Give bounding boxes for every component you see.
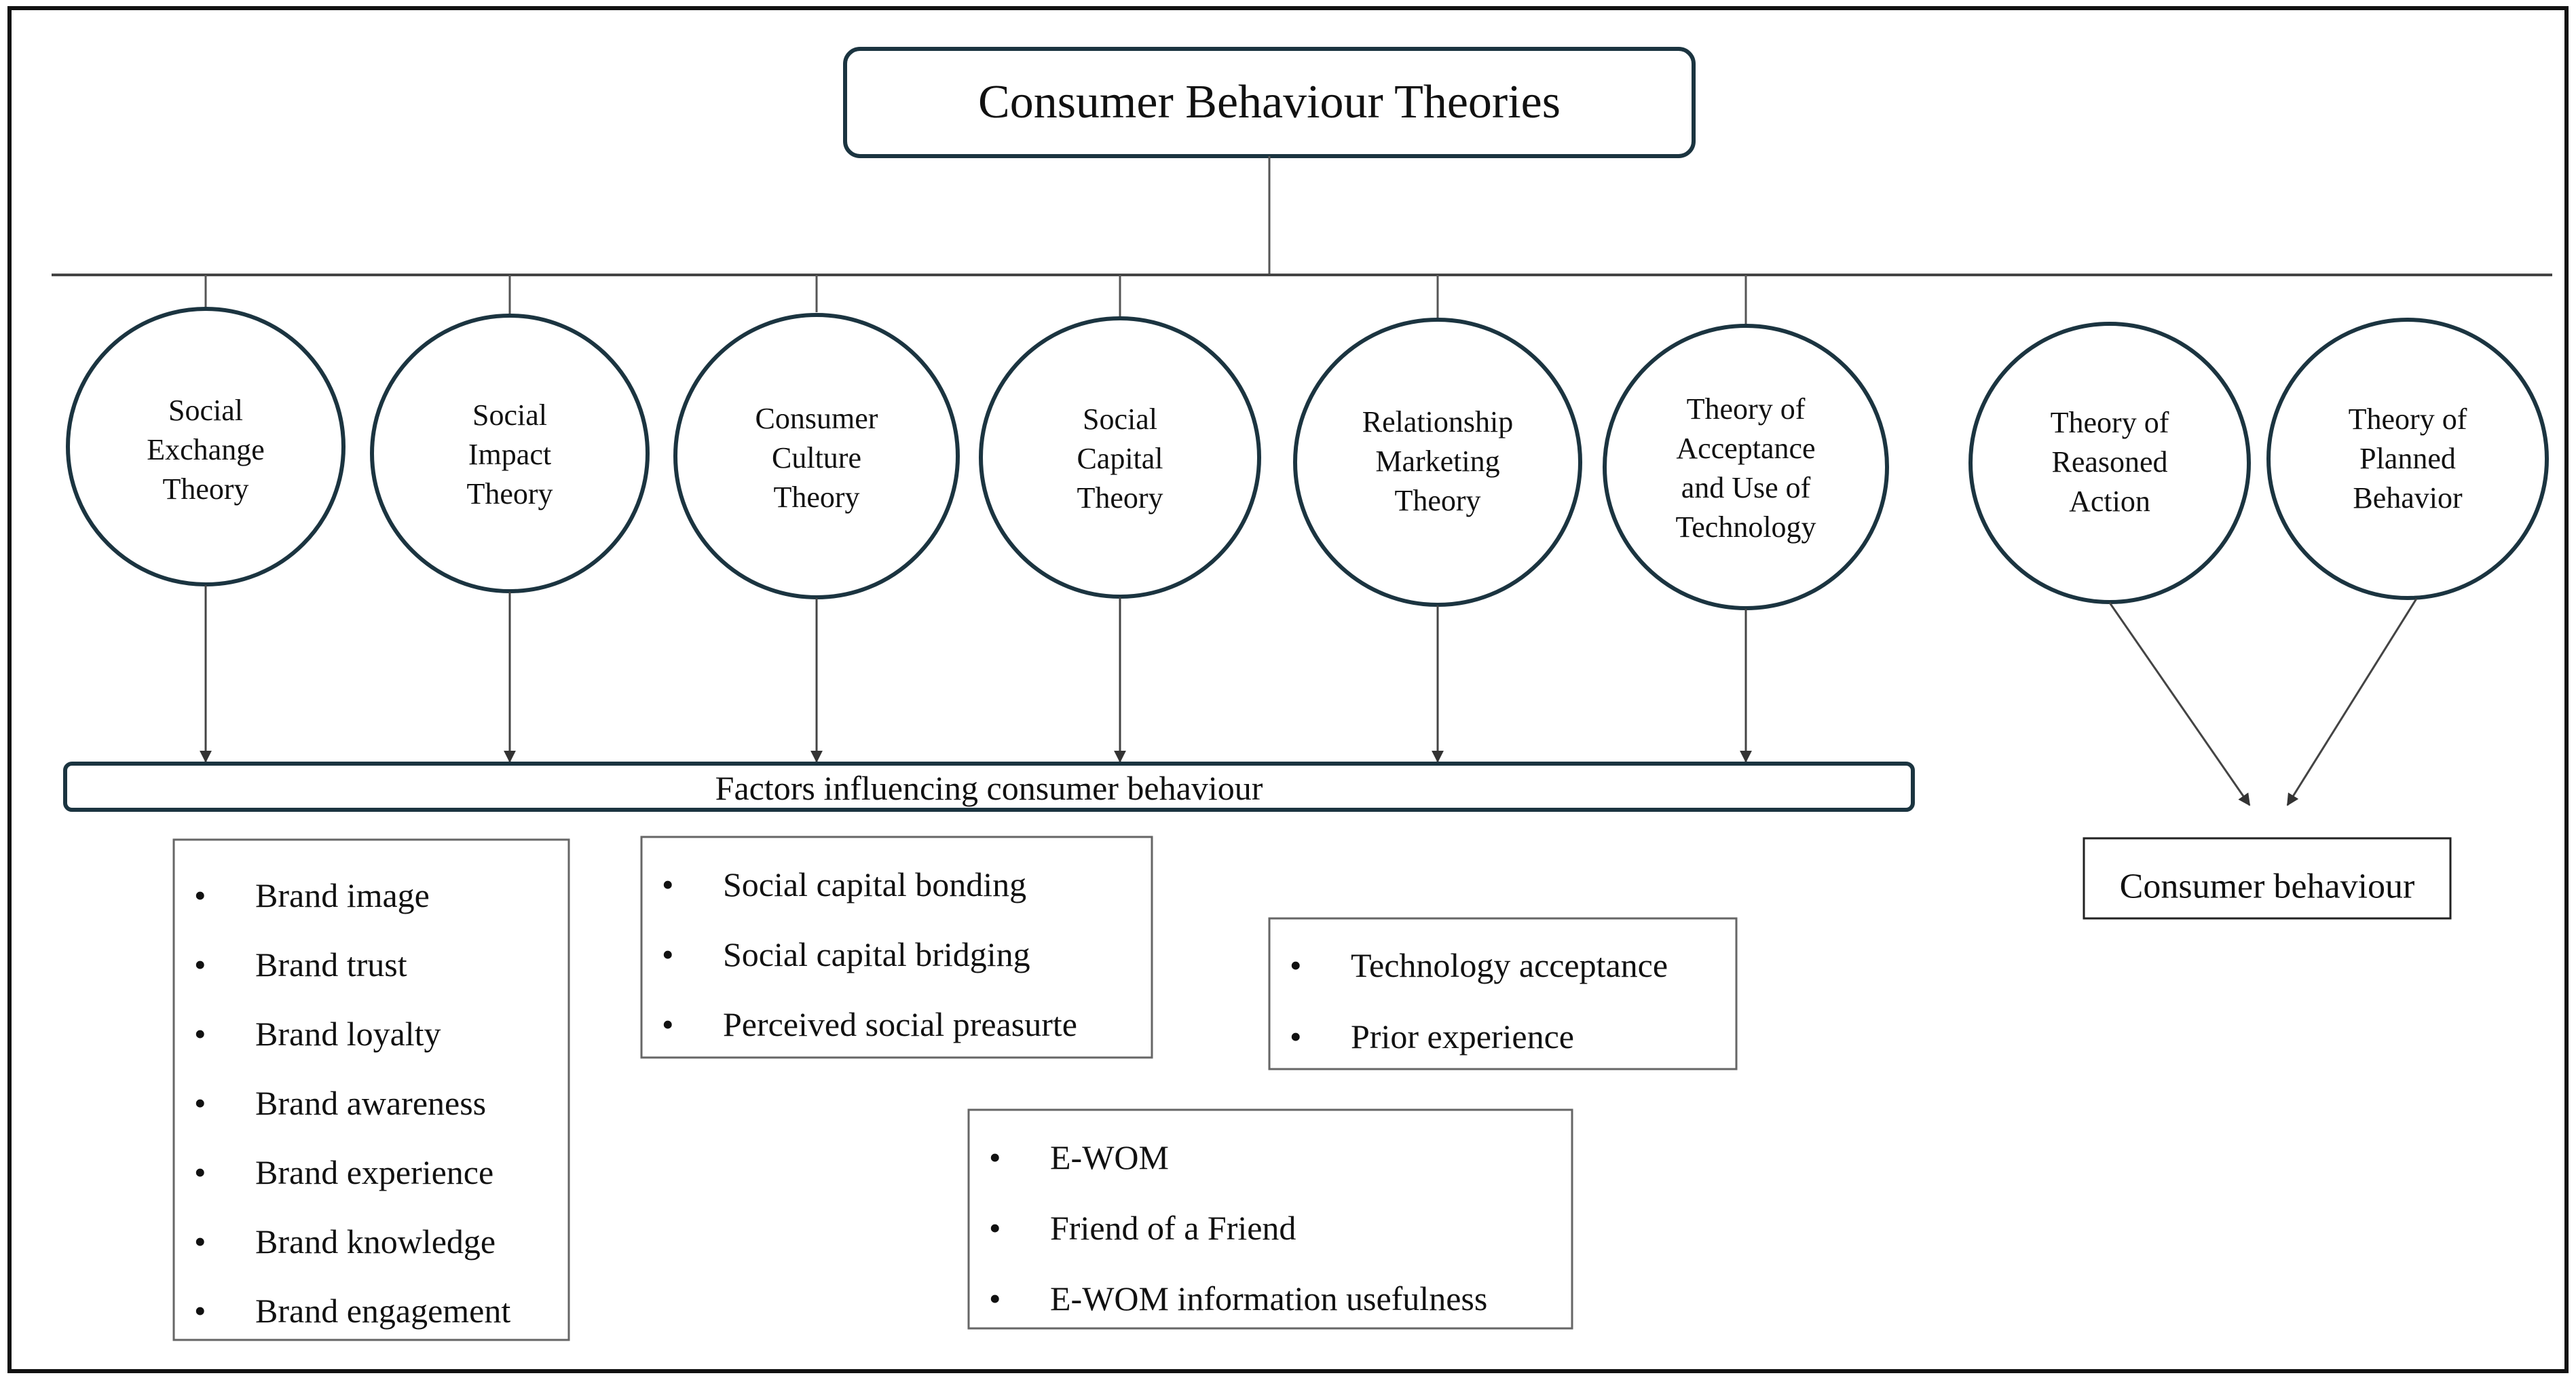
list-item: Brand awareness — [174, 1068, 510, 1138]
theory-label-line: Relationship — [1362, 405, 1514, 438]
theory-label-line: Capital — [1077, 442, 1163, 475]
theory-label-line: Social — [168, 394, 243, 427]
theory-label-line: Social — [1083, 403, 1157, 436]
theory-label-line: Planned — [2359, 442, 2456, 475]
theory-label-line: Impact — [468, 438, 552, 471]
theory-label-2: Social Impact Theory — [466, 396, 553, 514]
outer-frame — [7, 6, 2569, 1373]
theory-label-line: Culture — [772, 441, 861, 474]
factor-list-social-capital: Social capital bonding Social capital br… — [641, 850, 1077, 1060]
list-item: Friend of a Friend — [969, 1193, 1487, 1263]
theory-circle-8 — [2266, 318, 2549, 600]
theory-label-line: Theory — [1077, 481, 1163, 515]
theory-label-line: Reasoned — [2051, 445, 2168, 479]
theory-label-6: Theory of Acceptance and Use of Technolo… — [1675, 390, 1816, 547]
theory-label-line: Technology — [1675, 510, 1816, 544]
theory-circle-2 — [370, 314, 650, 593]
page-title: Consumer Behaviour Theories — [978, 76, 1561, 128]
consumer-behaviour-label: Consumer behaviour — [2119, 867, 2415, 906]
theory-label-line: Action — [2069, 485, 2150, 518]
list-item: E-WOM — [969, 1122, 1487, 1193]
list-item: Perceived social preasurte — [641, 990, 1077, 1060]
theory-circle-3 — [673, 313, 960, 599]
theory-label-line: and Use of — [1681, 471, 1811, 504]
list-item: Prior experience — [1269, 1001, 1668, 1072]
consumer-behaviour-box — [2083, 837, 2452, 920]
factor-list-technology: Technology acceptance Prior experience — [1269, 930, 1668, 1072]
list-item: Social capital bridging — [641, 920, 1077, 990]
list-item: E-WOM information usefulness — [969, 1263, 1487, 1334]
theory-circle-4 — [979, 316, 1261, 599]
theory-label-line: Marketing — [1375, 445, 1500, 478]
theory-label-line: Exchange — [147, 433, 265, 466]
theory-label-line: Theory — [773, 481, 860, 514]
list-item: Social capital bonding — [641, 850, 1077, 920]
theory-label-line: Behavior — [2353, 481, 2463, 515]
arrow-8 — [2286, 598, 2418, 806]
theory-label-5: Relationship Marketing Theory — [1362, 403, 1513, 521]
theory-label-line: Acceptance — [1676, 432, 1816, 465]
theory-label-line: Theory — [466, 477, 553, 510]
theory-label-line: Consumer — [755, 402, 878, 435]
list-item: Brand engagement — [174, 1276, 510, 1345]
factors-banner-label: Factors influencing consumer behaviour — [715, 769, 1263, 807]
theory-label-8: Theory of Planned Behavior — [2349, 400, 2467, 518]
theory-circle-6 — [1603, 324, 1889, 610]
factor-list-ewom: E-WOM Friend of a Friend E-WOM informati… — [969, 1122, 1487, 1334]
theory-label-line: Theory of — [2050, 406, 2169, 439]
list-item: Brand trust — [174, 930, 510, 999]
list-item: Brand knowledge — [174, 1207, 510, 1276]
list-item: Brand loyalty — [174, 999, 510, 1068]
theory-label-line: Theory — [1394, 484, 1481, 517]
theory-label-line: Social — [472, 398, 547, 432]
list-item: Technology acceptance — [1269, 930, 1668, 1001]
theory-label-line: Theory — [162, 472, 249, 506]
theory-circle-7 — [1968, 322, 2251, 604]
list-item: Brand image — [174, 861, 510, 930]
factor-list-brand: Brand image Brand trust Brand loyalty Br… — [174, 861, 510, 1345]
theory-label-1: Social Exchange Theory — [147, 391, 264, 509]
theory-label-4: Social Capital Theory — [1077, 400, 1163, 518]
factors-banner-box — [63, 762, 1915, 812]
list-item: Brand experience — [174, 1138, 510, 1207]
theory-label-7: Theory of Reasoned Action — [2051, 403, 2169, 521]
theory-label-line: Theory of — [2348, 403, 2467, 436]
arrow-7 — [2108, 602, 2251, 806]
theory-label-line: Theory of — [1686, 392, 1806, 426]
theory-label-3: Consumer Culture Theory — [755, 399, 878, 517]
theory-circle-5 — [1293, 318, 1582, 607]
theory-circle-1 — [66, 307, 346, 586]
